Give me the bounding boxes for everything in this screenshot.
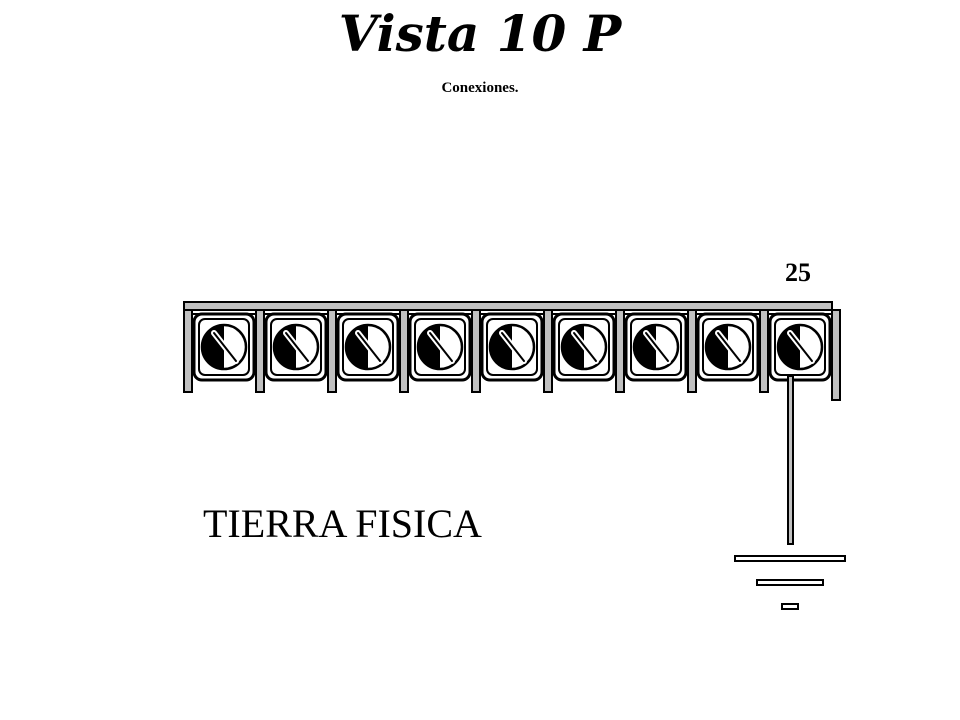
terminal-separator: [255, 309, 265, 393]
terminal-separator: [471, 309, 481, 393]
terminal-number-label: 25: [785, 258, 811, 287]
screw-slot-line: [573, 332, 597, 362]
terminal-screw: [183, 309, 256, 393]
terminal-separator: [543, 309, 553, 393]
terminal-screw: [471, 309, 544, 393]
terminal-screw: [327, 309, 400, 393]
screw-slot-line: [213, 332, 237, 362]
screw-slot-line: [717, 332, 741, 362]
terminal-screw: [759, 309, 832, 393]
terminal-separator: [399, 309, 409, 393]
page-title: Vista 10 P: [338, 4, 622, 63]
ground-wire-line: [787, 375, 794, 545]
terminal-block: [183, 301, 841, 401]
terminal-separator: [687, 309, 697, 393]
ground-wire: [787, 375, 794, 545]
screw-slot-line: [501, 332, 525, 362]
screw-slot-line: [789, 332, 813, 362]
terminal-screw: [255, 309, 328, 393]
terminal-separator: [183, 309, 193, 393]
terminal-separator: [615, 309, 625, 393]
ground-bar-2: [756, 579, 824, 586]
terminal-separator: [327, 309, 337, 393]
terminal-screw: [687, 309, 760, 393]
terminal-screw: [543, 309, 616, 393]
ground-symbol-icon: [734, 555, 846, 610]
ground-bar-3: [781, 603, 799, 610]
ground-bar-1: [734, 555, 846, 562]
ground-label: TIERRA FISICA: [203, 501, 482, 546]
terminal-screw: [615, 309, 688, 393]
terminal-screw: [399, 309, 472, 393]
terminal-top-rail: [183, 301, 833, 311]
page-subtitle: Conexiones.: [441, 80, 519, 96]
terminal-separator: [759, 309, 769, 393]
screw-slot-line: [285, 332, 309, 362]
screw-slot-line: [645, 332, 669, 362]
terminal-end-post: [831, 309, 841, 401]
screw-slot-line: [429, 332, 453, 362]
screw-slot-line: [357, 332, 381, 362]
